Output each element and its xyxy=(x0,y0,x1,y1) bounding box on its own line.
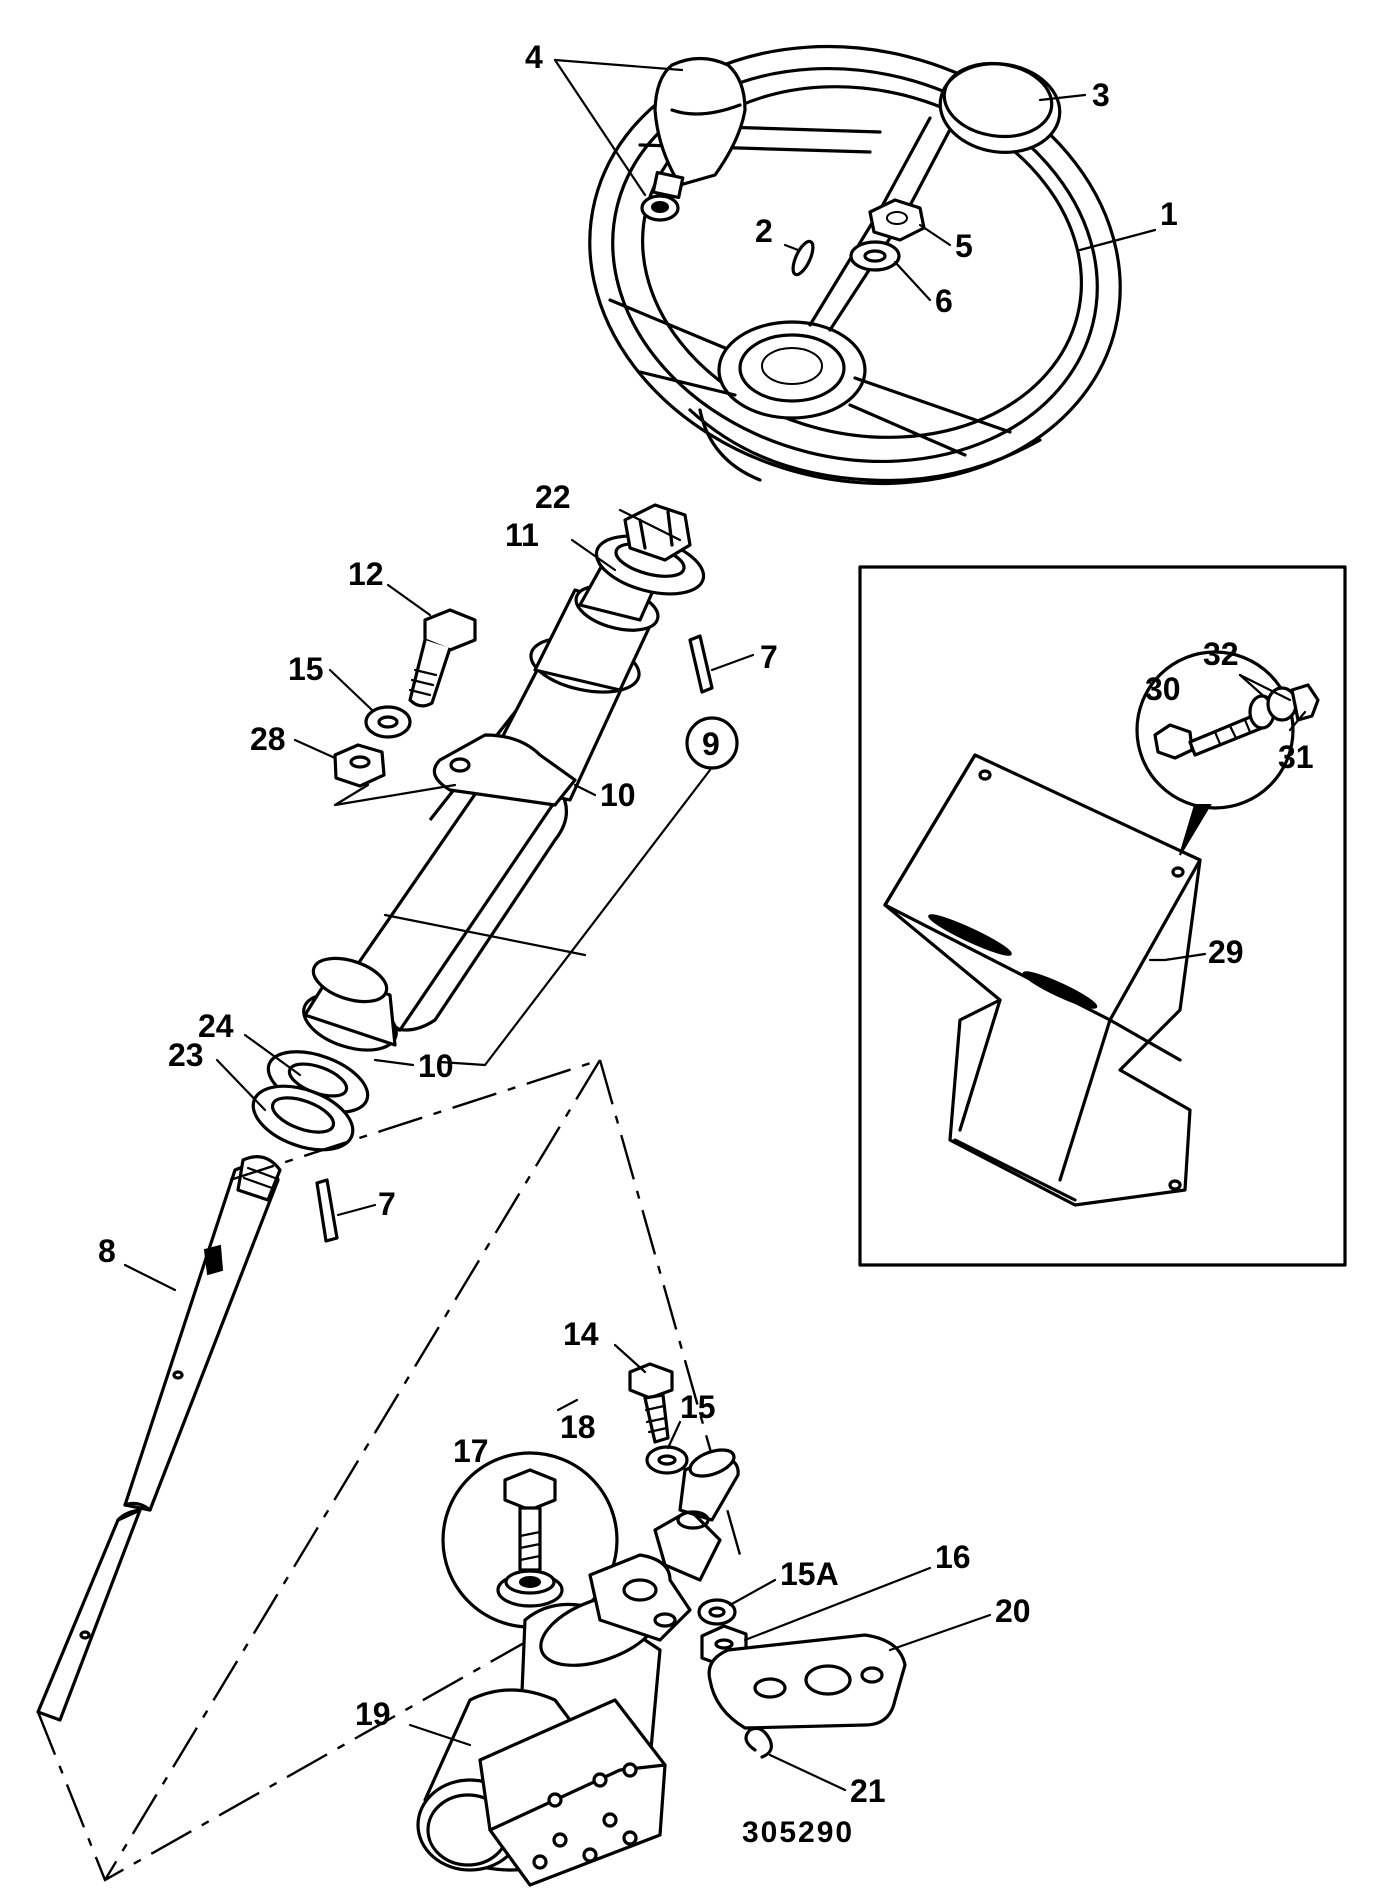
steering-wheel xyxy=(588,44,1122,486)
steering-washer xyxy=(849,240,901,272)
label-10-upper: 10 xyxy=(600,777,636,813)
roll-pin-lower xyxy=(315,1178,339,1243)
label-3: 3 xyxy=(1092,77,1110,113)
label-17: 17 xyxy=(453,1433,489,1469)
label-29: 29 xyxy=(1208,934,1244,970)
detail-pointer-upper xyxy=(1179,804,1212,856)
label-9: 9 xyxy=(702,726,720,762)
detail-circle-bolt xyxy=(441,1451,619,1629)
label-11: 11 xyxy=(505,517,539,553)
detail-circle-fixings xyxy=(1135,650,1320,810)
clamp-bolt xyxy=(408,608,477,708)
label-12: 12 xyxy=(348,556,384,592)
figure-reference: 305290 xyxy=(742,1816,854,1849)
leader-9 xyxy=(438,768,712,1067)
label-24: 24 xyxy=(198,1008,234,1044)
label-15A: 15A xyxy=(780,1556,839,1592)
label-10-lower: 10 xyxy=(418,1048,454,1084)
label-18: 18 xyxy=(560,1409,596,1445)
leader-lines xyxy=(123,58,1307,1792)
clamp-nut xyxy=(333,743,386,788)
label-28: 28 xyxy=(250,721,286,757)
part-labels: 1 2 3 4 5 6 7 7 8 9 10 10 11 12 14 15 15… xyxy=(98,39,1314,1849)
clamp-washer xyxy=(364,705,412,739)
label-14: 14 xyxy=(563,1316,599,1352)
woodruff-key xyxy=(791,239,815,277)
label-22: 22 xyxy=(535,479,571,515)
label-1: 1 xyxy=(1160,196,1178,232)
spinner-knob xyxy=(640,56,747,222)
label-21: 21 xyxy=(850,1773,886,1809)
cap-knob xyxy=(938,61,1062,154)
clamp-leader-line xyxy=(333,783,457,807)
label-8: 8 xyxy=(98,1233,116,1269)
label-15-lower: 15 xyxy=(680,1389,716,1425)
label-6: 6 xyxy=(935,283,953,319)
label-20: 20 xyxy=(995,1593,1031,1629)
label-23: 23 xyxy=(168,1037,204,1073)
column-tube xyxy=(251,503,706,1152)
unit-washer xyxy=(697,1598,737,1626)
steering-unit xyxy=(416,1448,740,1887)
label-30: 30 xyxy=(1145,671,1181,707)
roll-pin-upper xyxy=(688,634,714,694)
mount-washer xyxy=(645,1445,689,1475)
label-7-upper: 7 xyxy=(760,639,778,675)
steering-shaft xyxy=(36,1155,282,1722)
label-31: 31 xyxy=(1278,739,1314,775)
label-16: 16 xyxy=(935,1539,971,1575)
support-bracket xyxy=(883,753,1202,1207)
label-15-upper: 15 xyxy=(288,651,324,687)
label-2: 2 xyxy=(755,213,773,249)
inset-frame xyxy=(858,565,1347,1267)
label-19: 19 xyxy=(355,1696,391,1732)
label-7-lower: 7 xyxy=(378,1186,396,1222)
mounting-plate xyxy=(707,1633,907,1730)
callout-circle-9 xyxy=(685,716,739,770)
assembly-line-shaft xyxy=(229,1058,601,1182)
label-5: 5 xyxy=(955,228,973,264)
mount-bolt xyxy=(628,1362,674,1444)
retaining-clip xyxy=(744,1726,773,1759)
label-32: 32 xyxy=(1203,636,1239,672)
label-4: 4 xyxy=(525,39,543,75)
